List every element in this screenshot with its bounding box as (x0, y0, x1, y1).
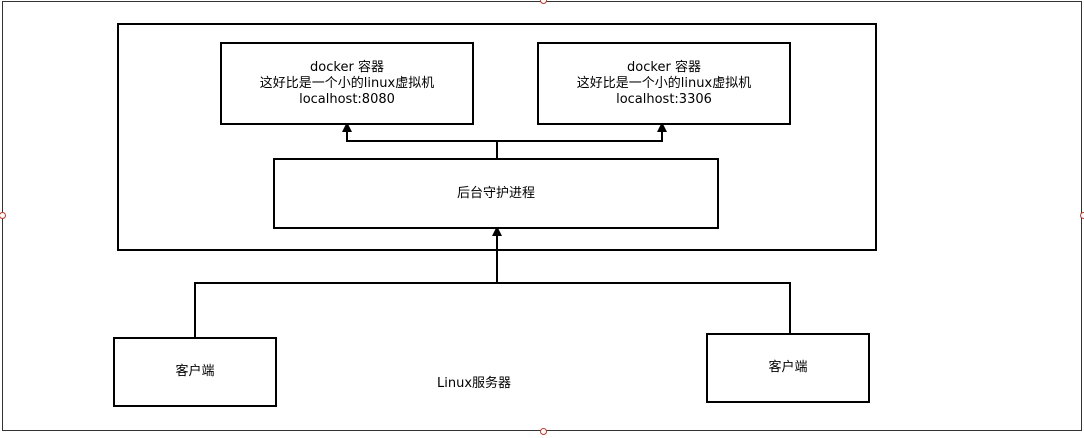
container-description: 这好比是一个小的linux虚拟机 (576, 75, 752, 91)
container-description: 这好比是一个小的linux虚拟机 (259, 75, 435, 91)
resize-handle-left[interactable] (0, 212, 6, 219)
container-title: docker 容器 (627, 59, 701, 75)
docker-container-box[interactable]: docker 容器 这好比是一个小的linux虚拟机 localhost:808… (220, 42, 474, 125)
client-box[interactable]: 客户端 (113, 337, 277, 407)
connector-daemon-to-container-1 (342, 122, 498, 158)
container-address: localhost:3306 (616, 91, 712, 107)
client-label: 客户端 (175, 364, 215, 379)
connector-client-1-to-daemon (194, 226, 502, 337)
client-box[interactable]: 客户端 (706, 333, 870, 403)
resize-handle-top[interactable] (540, 0, 547, 4)
container-address: localhost:8080 (299, 91, 395, 107)
docker-container-box[interactable]: docker 容器 这好比是一个小的linux虚拟机 localhost:330… (537, 42, 791, 125)
client-label: 客户端 (768, 360, 808, 375)
daemon-label: 后台守护进程 (456, 185, 535, 201)
resize-handle-right[interactable] (1080, 212, 1084, 219)
connector-client-2-to-daemon (497, 282, 791, 333)
server-label: Linux服务器 (437, 376, 512, 391)
connector-daemon-to-container-2 (497, 122, 667, 142)
resize-handle-bottom[interactable] (540, 428, 547, 435)
daemon-box[interactable]: 后台守护进程 (273, 158, 719, 229)
container-title: docker 容器 (310, 59, 384, 75)
